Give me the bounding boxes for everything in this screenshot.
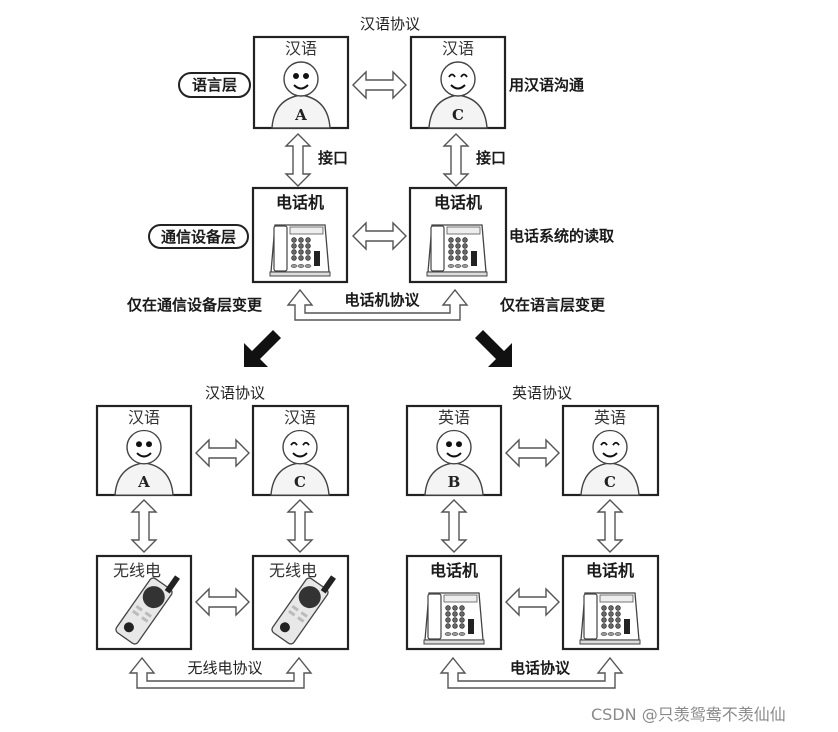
interface-arrow-icon [443, 133, 469, 187]
telephone-icon [269, 224, 331, 277]
person-title: 英语 [594, 408, 626, 427]
person-title: 英语 [438, 408, 470, 427]
device-box-left: 电话机 [251, 186, 349, 284]
bl-radio-box-left: 无线电 [95, 554, 193, 651]
bl-radio-box-right: 无线电 [251, 554, 350, 651]
telephone-icon [426, 224, 488, 277]
phone-protocol-label: 电话协议 [510, 659, 571, 677]
language-exchange-arrow-icon [505, 439, 560, 467]
br-device-box-left: 电话机 [405, 554, 503, 651]
device-note: 电话系统的读取 [509, 227, 615, 245]
device-exchange-arrow-icon [352, 222, 407, 250]
br-person-box-b: 英语 B [405, 404, 503, 497]
telephone-icon [579, 592, 641, 645]
person-letter: C [294, 473, 306, 491]
branch-caption-left: 仅在通信设备层变更 [126, 296, 263, 314]
device-title: 电话机 [434, 193, 482, 212]
bottom-left-protocol-title: 汉语协议 [205, 384, 265, 402]
interface-arrow-icon [131, 499, 157, 553]
bl-person-box-c: 汉语 C [251, 404, 350, 497]
bottom-right-protocol-title: 英语协议 [512, 384, 572, 402]
person-title: 汉语 [284, 408, 316, 427]
watermark: CSDN @只羡鸳鸯不羡仙仙 [591, 705, 786, 724]
radio-protocol-bracket-icon [128, 656, 313, 689]
br-person-box-c: 英语 C [561, 404, 660, 497]
person-letter: A [137, 473, 150, 491]
device-layer-label: 通信设备层 [148, 224, 249, 249]
branch-arrow-left-icon [244, 330, 281, 367]
interface-arrow-icon [441, 499, 467, 553]
person-letter: C [604, 473, 616, 491]
device-box-right: 电话机 [408, 186, 508, 284]
person-box-c: 汉语 C [409, 35, 507, 130]
interface-arrow-icon [285, 133, 311, 187]
phone-protocol-bracket-icon [439, 656, 624, 689]
device-exchange-arrow-icon [505, 588, 560, 616]
device-exchange-arrow-icon [195, 588, 250, 616]
person-title: 汉语 [442, 39, 474, 58]
interface-label-right: 接口 [476, 149, 506, 167]
language-note: 用汉语沟通 [509, 76, 584, 94]
bl-person-box-a: 汉语 A [95, 404, 193, 497]
radio-protocol-label: 无线电协议 [187, 659, 262, 677]
person-box-a: 汉语 A [252, 35, 350, 130]
interface-arrow-icon [597, 499, 623, 553]
br-device-box-right: 电话机 [561, 554, 660, 651]
device-title: 无线电 [269, 561, 317, 580]
device-protocol-bracket-icon [286, 288, 469, 321]
language-layer-text: 语言层 [192, 76, 237, 94]
language-exchange-arrow-icon [352, 71, 407, 99]
device-protocol-label: 电话机协议 [344, 291, 420, 309]
device-title: 电话机 [586, 561, 634, 580]
person-title: 汉语 [128, 408, 160, 427]
device-title: 无线电 [113, 561, 161, 580]
interface-arrow-icon [287, 499, 313, 553]
interface-label-left: 接口 [318, 149, 348, 167]
top-protocol-title: 汉语协议 [360, 15, 420, 33]
person-letter: C [452, 106, 464, 124]
telephone-icon [423, 592, 485, 645]
person-title: 汉语 [285, 39, 317, 58]
person-letter: A [294, 106, 307, 124]
branch-caption-right: 仅在语言层变更 [499, 296, 606, 314]
person-letter: B [448, 473, 461, 491]
device-title: 电话机 [276, 193, 324, 212]
device-title: 电话机 [430, 561, 478, 580]
device-layer-text: 通信设备层 [161, 228, 236, 246]
language-exchange-arrow-icon [195, 439, 250, 467]
branch-arrow-right-icon [475, 330, 512, 367]
language-layer-label: 语言层 [178, 72, 251, 98]
